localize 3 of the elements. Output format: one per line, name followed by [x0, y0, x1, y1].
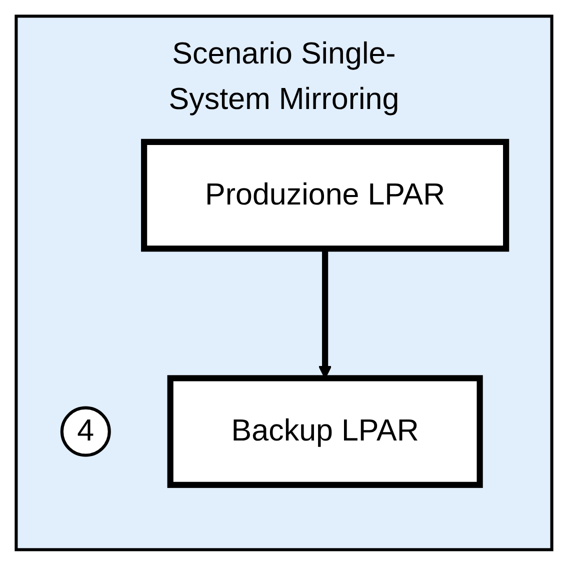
node-box — [167, 375, 483, 488]
node-circle — [60, 406, 111, 457]
node-box — [141, 138, 510, 252]
